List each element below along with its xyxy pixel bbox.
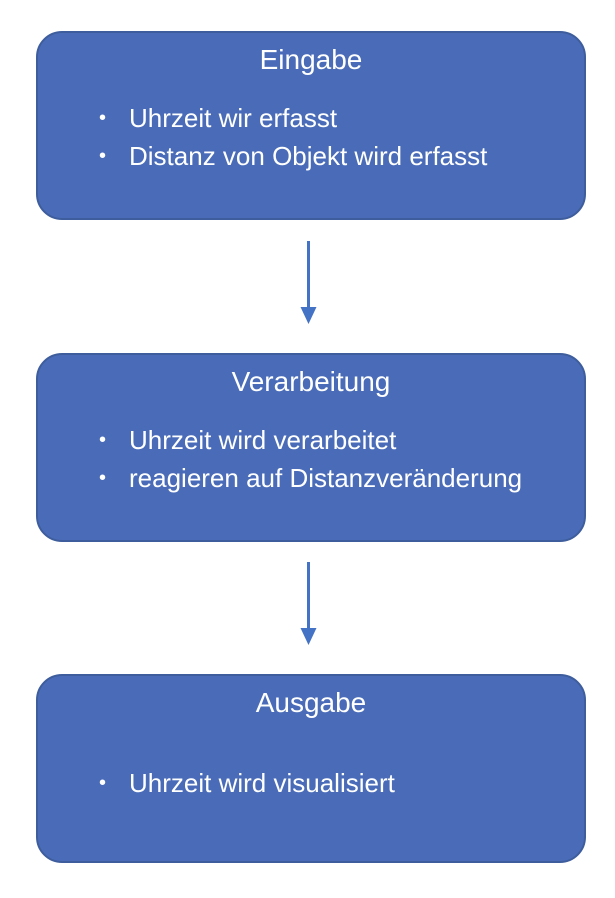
bullet-marker: •: [99, 429, 107, 451]
bullet-list: • Uhrzeit wird visualisiert: [99, 764, 568, 802]
bullet-text: Uhrzeit wird verarbeitet: [129, 425, 397, 455]
bullet-item: • Uhrzeit wird visualisiert: [99, 764, 568, 802]
node-title: Ausgabe: [255, 687, 367, 718]
bullet-marker: •: [99, 467, 107, 489]
node-title: Verarbeitung: [231, 366, 391, 397]
arrow-head-icon: [300, 307, 317, 324]
flow-arrow-down-1: [300, 241, 317, 324]
bullet-text: reagieren auf Distanzveränderung: [129, 463, 523, 493]
bullet-item: • Distanz von Objekt wird erfasst: [99, 137, 568, 175]
bullet-list: • Uhrzeit wird verarbeitet • reagieren a…: [99, 421, 568, 497]
bullet-marker: •: [99, 772, 107, 794]
node-title: Eingabe: [259, 44, 363, 75]
bullet-text: Distanz von Objekt wird erfasst: [129, 141, 488, 171]
bullet-item: • Uhrzeit wird verarbeitet: [99, 421, 568, 459]
bullet-item: • Uhrzeit wir erfasst: [99, 99, 568, 137]
node-verarbeitung: Verarbeitung • Uhrzeit wird verarbeitet …: [36, 353, 586, 542]
bullet-marker: •: [99, 145, 107, 167]
bullet-text: Uhrzeit wird visualisiert: [129, 768, 395, 798]
node-ausgabe: Ausgabe • Uhrzeit wird visualisiert: [36, 674, 586, 863]
bullet-item: • reagieren auf Distanzveränderung: [99, 459, 568, 497]
flow-arrow-down-2: [300, 562, 317, 645]
bullet-text: Uhrzeit wir erfasst: [129, 103, 338, 133]
bullet-marker: •: [99, 107, 107, 129]
bullet-list: • Uhrzeit wir erfasst • Distanz von Obje…: [99, 99, 568, 175]
arrow-head-icon: [300, 628, 317, 645]
node-eingabe: Eingabe • Uhrzeit wir erfasst • Distanz …: [36, 31, 586, 220]
